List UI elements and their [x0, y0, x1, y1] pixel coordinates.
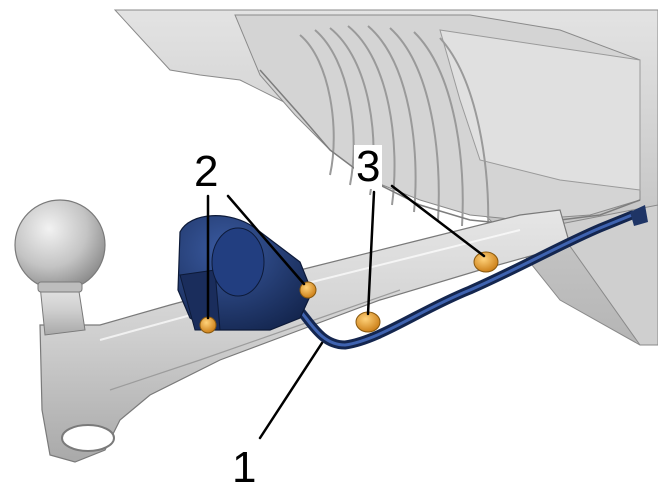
leader-lines: [206, 184, 486, 440]
tow-ball: [14, 199, 106, 291]
wiring-harness: [290, 205, 648, 350]
leader-3a: [366, 190, 376, 316]
towing-eye: [61, 424, 115, 452]
tow-bar: [14, 199, 571, 463]
trailer-socket: [177, 215, 313, 331]
leader-2b: [226, 194, 306, 286]
leader-3b: [390, 184, 486, 258]
leader-1: [258, 341, 324, 440]
cable-clips: [199, 251, 499, 334]
callout-1: 1: [230, 443, 259, 492]
callout-2: 2: [192, 147, 221, 196]
callout-3: 3: [354, 142, 383, 191]
clip-2a: [199, 316, 217, 334]
clip-3b: [473, 251, 499, 273]
clip-2b: [299, 281, 317, 299]
